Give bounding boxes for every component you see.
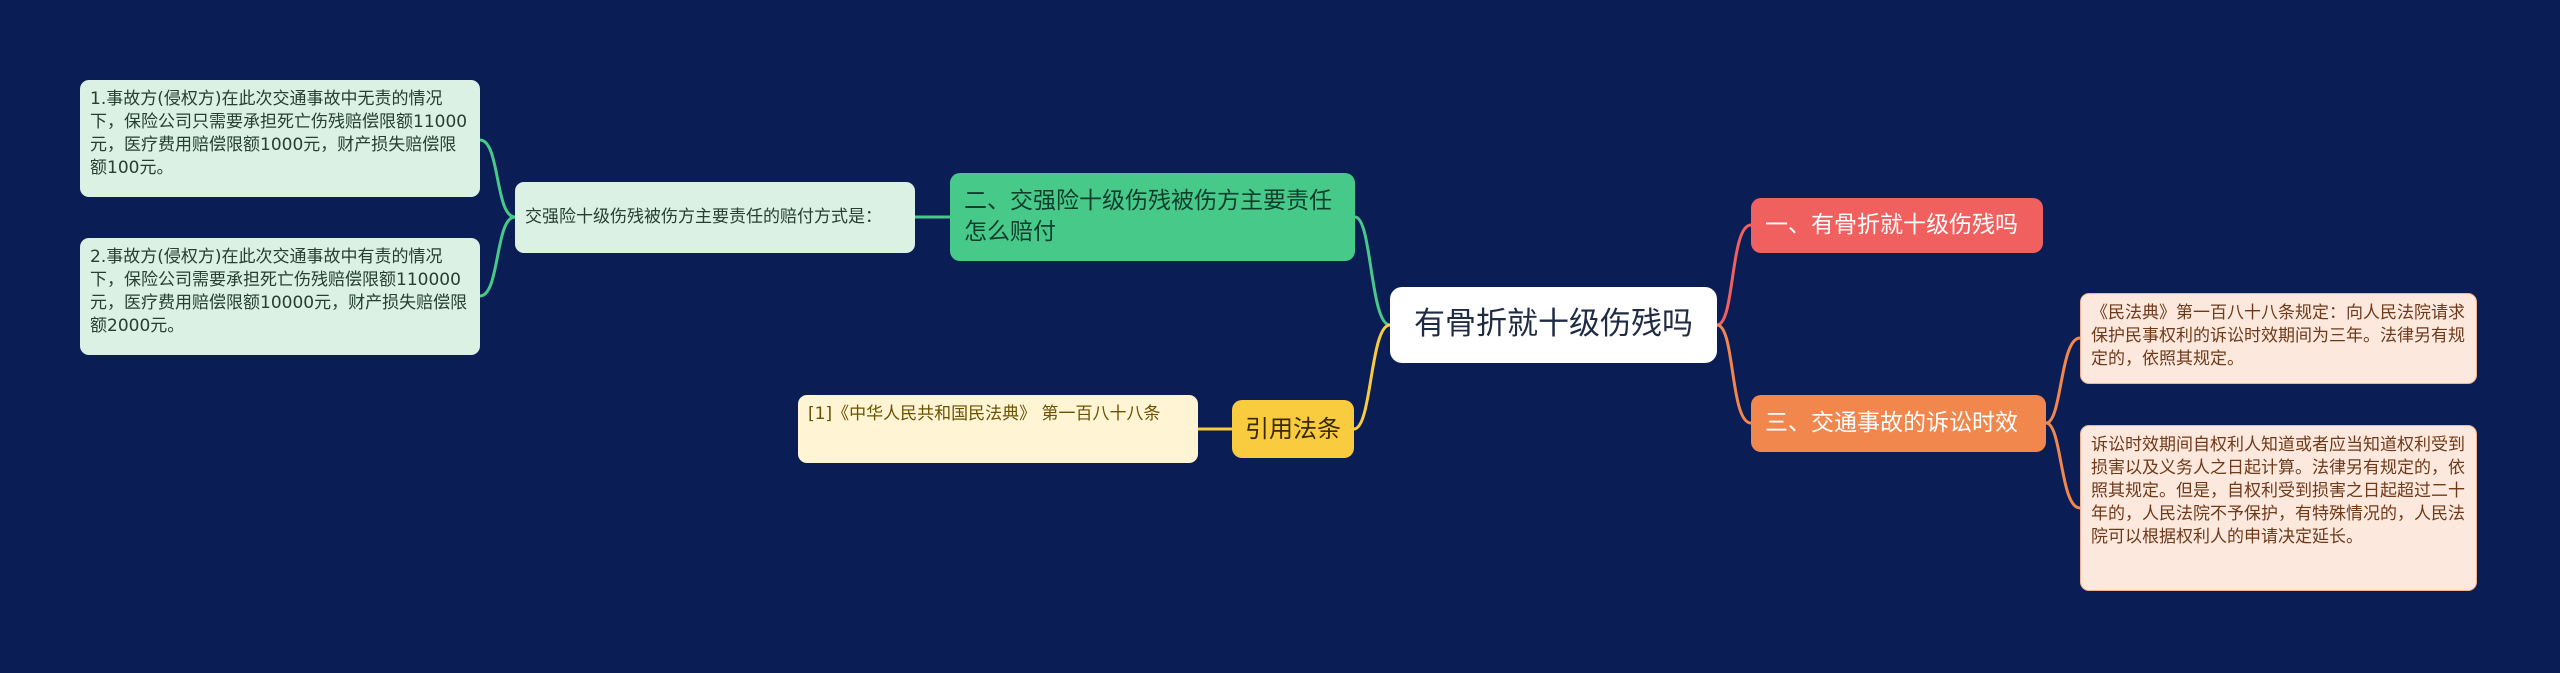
leaf-ref-child[interactable]: [1]《中华人民共和国民法典》 第一百八十八条 [798, 395, 1198, 463]
leaf-q2-grandchild-2[interactable]: 2.事故方(侵权方)在此次交通事故中有责的情况下，保险公司需要承担死亡伤残赔偿限… [80, 238, 480, 355]
leaf-q2-grandchild-1-text: 1.事故方(侵权方)在此次交通事故中无责的情况下，保险公司只需要承担死亡伤残赔偿… [90, 89, 468, 178]
leaf-q3-1-text: 《民法典》第一百八十八条规定：向人民法院请求保护民事权利的诉讼时效期间为三年。法… [2091, 303, 2465, 369]
leaf-q3-2-text: 诉讼时效期间自权利人知道或者应当知道权利受到损害以及义务人之日起计算。法律另有规… [2091, 435, 2465, 547]
leaf-q2-child[interactable]: 交强险十级伤残被伤方主要责任的赔付方式是： [515, 182, 915, 253]
root-topic-label: 有骨折就十级伤残吗 [1414, 306, 1693, 343]
connector-child-g2 [479, 215, 516, 298]
branch-q3[interactable]: 三、交通事故的诉讼时效 [1751, 395, 2046, 452]
connector-q3-leaf2 [2045, 421, 2081, 510]
leaf-q3-2[interactable]: 诉讼时效期间自权利人知道或者应当知道权利受到损害以及义务人之日起计算。法律另有规… [2080, 425, 2477, 591]
leaf-ref-child-text: [1]《中华人民共和国民法典》 第一百八十八条 [808, 404, 1161, 424]
leaf-q3-1[interactable]: 《民法典》第一百八十八条规定：向人民法院请求保护民事权利的诉讼时效期间为三年。法… [2080, 293, 2477, 384]
branch-q2-label: 二、交强险十级伤残被伤方主要责任怎么赔付 [964, 187, 1332, 245]
branch-ref[interactable]: 引用法条 [1232, 400, 1354, 458]
connector-root-q2 [1354, 215, 1391, 327]
branch-ref-label: 引用法条 [1245, 414, 1341, 443]
leaf-q2-grandchild-2-text: 2.事故方(侵权方)在此次交通事故中有责的情况下，保险公司需要承担死亡伤残赔偿限… [90, 247, 468, 336]
branch-q2[interactable]: 二、交强险十级伤残被伤方主要责任怎么赔付 [950, 173, 1355, 261]
leaf-q2-child-text: 交强险十级伤残被伤方主要责任的赔付方式是： [525, 207, 882, 228]
connector-root-ref [1353, 323, 1391, 431]
branch-q3-label: 三、交通事故的诉讼时效 [1765, 409, 2018, 436]
branch-q1-label: 一、有骨折就十级伤残吗 [1765, 211, 2018, 238]
connector-q3-leaf1 [2045, 336, 2081, 425]
connector-root-q1 [1716, 223, 1752, 327]
branch-q1[interactable]: 一、有骨折就十级伤残吗 [1751, 198, 2043, 253]
connector-child-g1 [479, 138, 516, 219]
leaf-q2-grandchild-1[interactable]: 1.事故方(侵权方)在此次交通事故中无责的情况下，保险公司只需要承担死亡伤残赔偿… [80, 80, 480, 197]
connector-root-q3 [1716, 323, 1752, 425]
root-topic[interactable]: 有骨折就十级伤残吗 [1390, 287, 1717, 363]
